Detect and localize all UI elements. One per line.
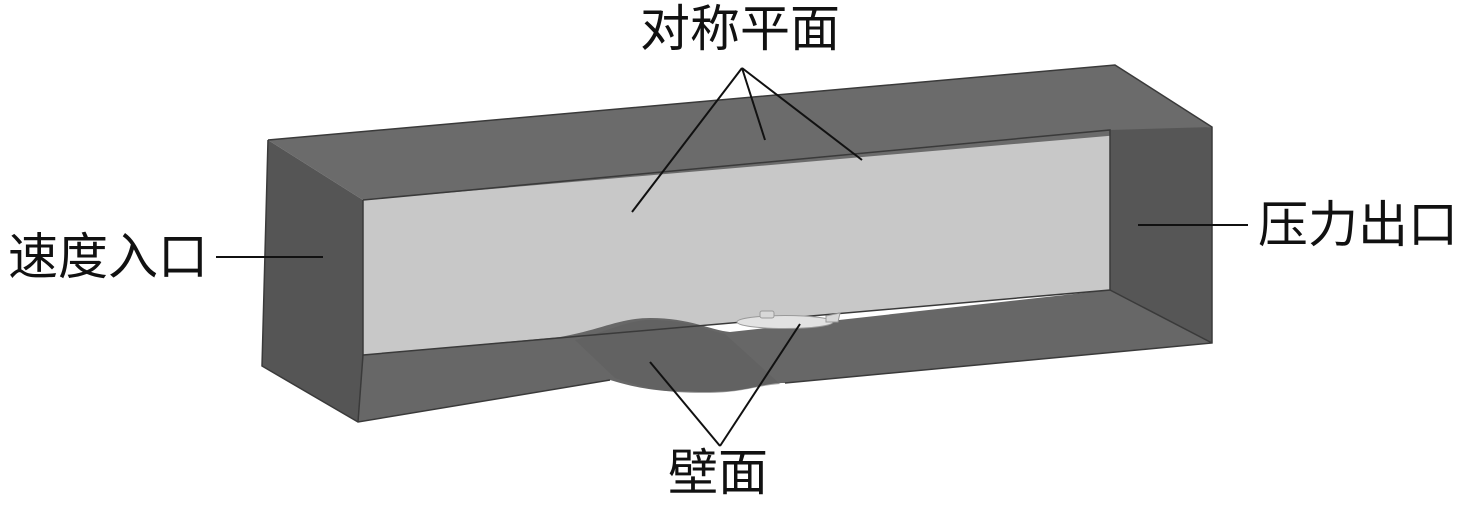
leader-symmetry-3 [741, 67, 863, 161]
label-wall: 壁面 [668, 444, 768, 502]
submarine-icon [736, 310, 841, 329]
leader-symmetry-1 [631, 67, 743, 213]
top-symmetry-face [268, 65, 1212, 200]
outlet-face [1110, 127, 1212, 343]
leader-symmetry-2 [741, 67, 766, 141]
label-pressure-outlet: 压力出口 [1258, 196, 1458, 254]
domain-edges [261, 64, 1213, 423]
leader-lines [216, 67, 1248, 447]
label-symmetry-plane: 对称平面 [640, 0, 840, 58]
hump-shading [575, 320, 780, 393]
back-symmetry-face [363, 130, 1110, 355]
leader-wall-1 [649, 361, 721, 447]
leader-wall-2 [719, 323, 801, 447]
inlet-face [262, 140, 363, 422]
bottom-wall-face [358, 290, 1212, 422]
label-velocity-inlet: 速度入口 [8, 228, 208, 286]
